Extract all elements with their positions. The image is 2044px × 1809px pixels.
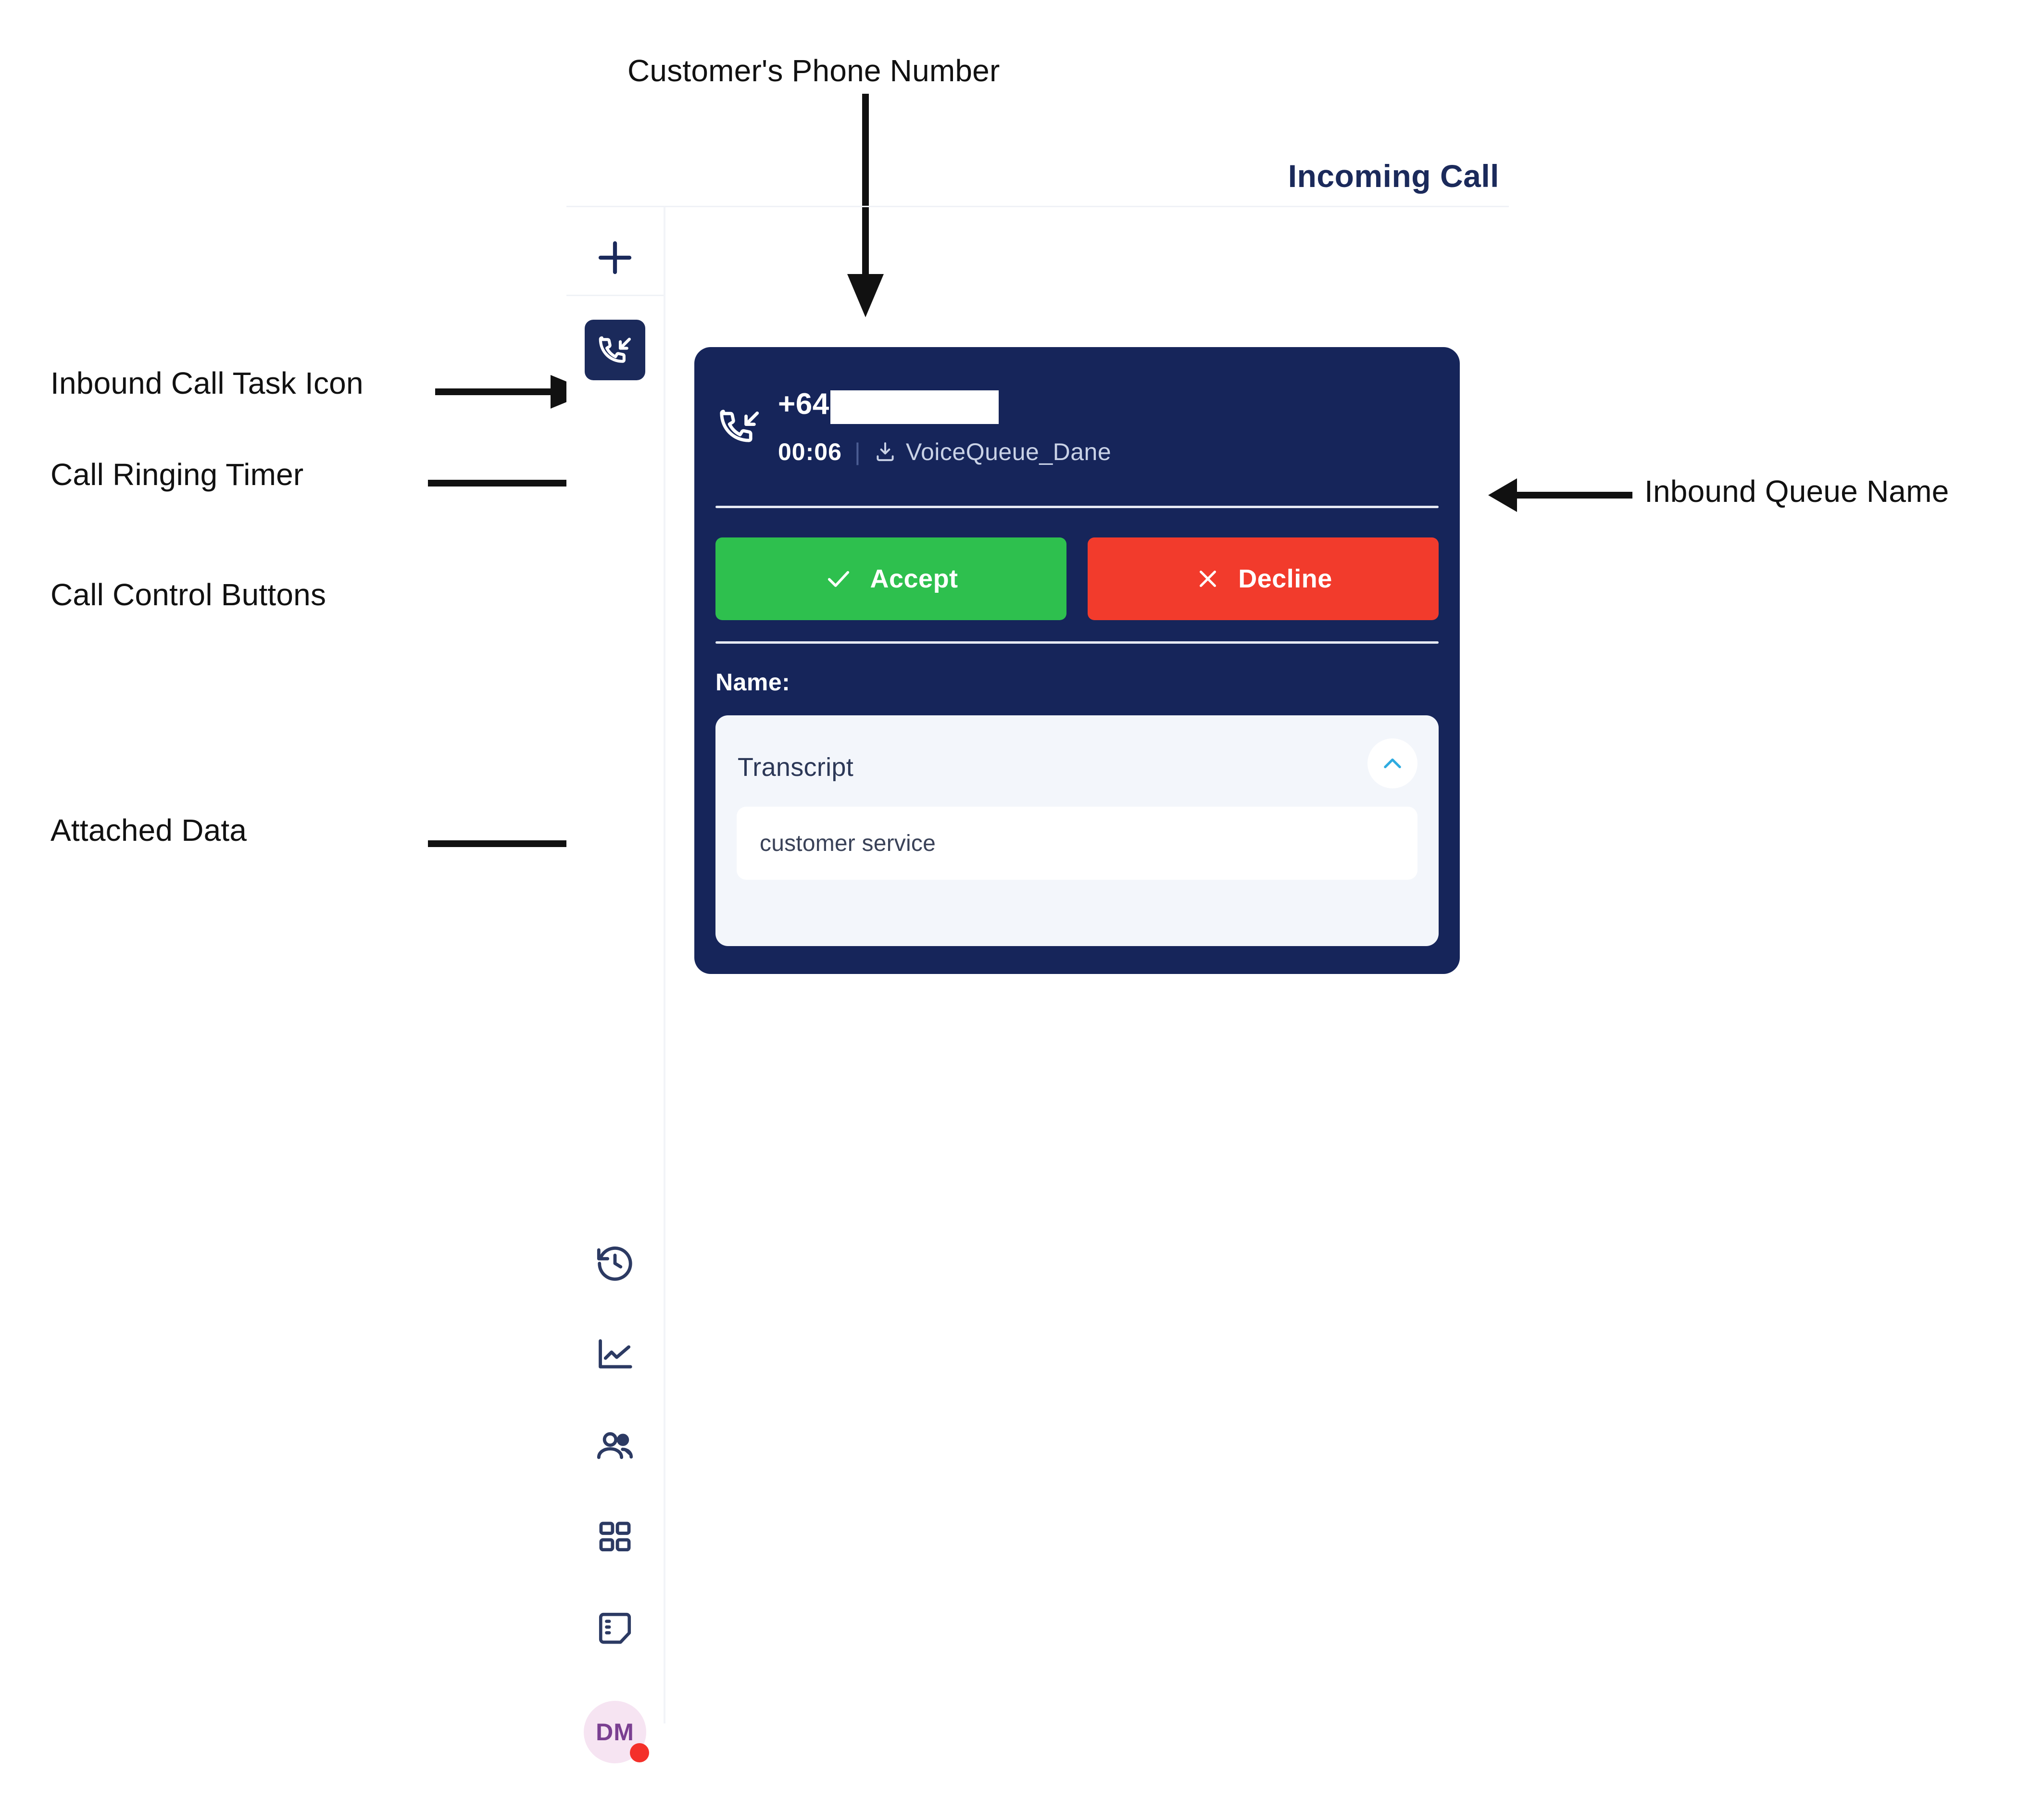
call-meta-row: 00:06 | VoiceQueue_Dane xyxy=(778,438,1111,466)
attached-data-name-label: Name: xyxy=(715,669,790,696)
transcript-value-box[interactable]: customer service xyxy=(737,807,1417,880)
sidebar-item-avatar[interactable]: DM xyxy=(566,1694,664,1771)
transcript-collapse-button[interactable] xyxy=(1367,738,1417,788)
sidebar-item-history[interactable] xyxy=(566,1227,664,1299)
accept-button-label: Accept xyxy=(870,564,958,593)
notes-icon xyxy=(599,1612,631,1644)
annotation-attached-data: Attached Data xyxy=(50,813,247,848)
chevron-up-icon xyxy=(1384,758,1401,769)
page-title: Incoming Call xyxy=(1288,158,1499,194)
card-divider-top xyxy=(715,506,1439,508)
annotation-call-ringing-timer: Call Ringing Timer xyxy=(50,457,304,492)
status-badge xyxy=(630,1743,649,1762)
sidebar-item-contacts[interactable] xyxy=(566,1410,664,1482)
people-icon xyxy=(597,1432,633,1460)
x-icon xyxy=(1200,570,1216,587)
transcript-value: customer service xyxy=(760,830,936,856)
inbound-queue-name: VoiceQueue_Dane xyxy=(905,438,1112,465)
history-clock-icon xyxy=(597,1247,632,1281)
plus-icon xyxy=(598,241,632,274)
contact-centre-app-window: Incoming Call xyxy=(566,144,1509,1763)
annotation-inbound-call-task-icon: Inbound Call Task Icon xyxy=(50,366,364,400)
annotation-customers-phone-number: Customer's Phone Number xyxy=(627,53,1000,88)
call-card-details: +64 00:06 | VoiceQueue_Dane xyxy=(778,387,1111,466)
attached-data-transcript-panel: Transcript customer service xyxy=(715,715,1439,946)
incoming-call-card: +64 00:06 | VoiceQueue_Dane xyxy=(694,347,1460,974)
arrow-to-queue-name xyxy=(1488,478,1632,512)
call-control-buttons: Accept Decline xyxy=(715,537,1439,620)
check-icon xyxy=(828,571,850,587)
decline-button[interactable]: Decline xyxy=(1088,537,1439,620)
sidebar-divider xyxy=(566,295,664,296)
header-divider xyxy=(566,206,1509,207)
phone-number-redaction xyxy=(830,390,999,424)
customer-phone-number-row: +64 xyxy=(778,387,1111,431)
annotation-call-control-buttons: Call Control Buttons xyxy=(50,577,326,612)
sidebar: DM xyxy=(566,207,665,1763)
card-divider-bottom xyxy=(715,641,1439,644)
decline-button-label: Decline xyxy=(1238,564,1332,593)
annotation-inbound-queue-name: Inbound Queue Name xyxy=(1644,474,1949,509)
task-chip xyxy=(585,320,645,380)
transcript-title: Transcript xyxy=(738,753,854,782)
customer-phone-number: +64 xyxy=(778,387,829,421)
sidebar-item-analytics[interactable] xyxy=(566,1319,664,1391)
app-header: Incoming Call xyxy=(566,144,1509,206)
call-ringing-timer: 00:06 xyxy=(778,438,842,465)
inbound-call-icon xyxy=(711,403,768,449)
inbound-queue-icon xyxy=(873,440,897,464)
line-chart-icon xyxy=(599,1339,632,1369)
transcript-header: Transcript xyxy=(738,738,1417,792)
sidebar-item-apps[interactable] xyxy=(566,1501,664,1573)
grid-apps-icon xyxy=(599,1522,631,1552)
sidebar-item-inbound-call-task[interactable] xyxy=(566,314,664,386)
avatar[interactable]: DM xyxy=(584,1701,649,1763)
sidebar-item-notes[interactable] xyxy=(566,1593,664,1665)
meta-separator: | xyxy=(854,438,861,465)
call-card-header: +64 00:06 | VoiceQueue_Dane xyxy=(694,371,1460,482)
sidebar-item-add[interactable] xyxy=(566,222,664,294)
inbound-call-icon xyxy=(599,336,631,363)
accept-button[interactable]: Accept xyxy=(715,537,1066,620)
arrow-to-phone-number xyxy=(847,94,884,317)
